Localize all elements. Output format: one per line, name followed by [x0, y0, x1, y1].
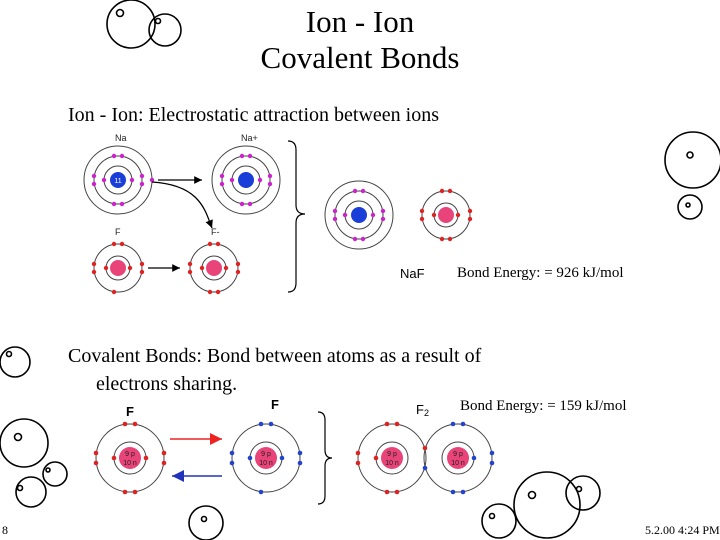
covalent-f-label-left: F	[126, 404, 134, 419]
f2-subscript: 2	[423, 408, 429, 418]
bubble	[565, 475, 601, 511]
electron-transfer-arrow	[151, 181, 213, 229]
bubble	[188, 505, 224, 540]
covalent-right-electrons	[229, 421, 303, 495]
naf-na-nucleus	[351, 207, 367, 223]
bubble-small	[115, 8, 125, 18]
covalent-f-label-right: F	[271, 397, 279, 412]
naf-f-nucleus	[438, 207, 454, 223]
footer-timestamp: 5.2.00 4:24 PM	[645, 523, 720, 537]
naf-na-electrons	[332, 188, 386, 242]
bubble-small	[488, 512, 496, 520]
title-line-1: Ion - Ion	[305, 4, 415, 39]
bubble-small	[686, 151, 694, 159]
f2-blue-electrons	[422, 421, 495, 495]
na-nucleus	[110, 172, 126, 188]
f-minus-nucleus	[206, 260, 222, 276]
naf-f-electrons	[419, 188, 473, 242]
na-nucleus-text: 11	[114, 178, 121, 185]
covalent-bracket	[317, 411, 333, 505]
bubble	[0, 346, 31, 378]
nucleus-right-top: 9 p	[261, 451, 271, 458]
bubble-small	[5, 350, 13, 358]
bubble	[106, 0, 156, 49]
covalent-left-electrons	[93, 421, 167, 495]
f2-red-electrons	[355, 421, 428, 495]
slide-number: 8	[2, 523, 8, 537]
bubble-small	[200, 515, 208, 523]
nucleus-f2a-top: 9 p	[387, 451, 397, 458]
covalent-line-1: Covalent Bonds: Bond between atoms as a …	[68, 345, 482, 367]
ion-bond-energy: Bond Energy: = 926 kJ/mol	[457, 265, 624, 281]
na-plus-nucleus	[238, 172, 254, 188]
bubble-small	[45, 467, 51, 473]
ion-heading: Ion - Ion: Electrostatic attraction betw…	[68, 104, 439, 126]
f-minus-label: F-	[211, 227, 220, 237]
bubble-small	[527, 490, 537, 500]
nucleus-f2b-top: 9 p	[453, 451, 463, 458]
f2-label: F2	[416, 402, 429, 418]
covalent-nuclei	[119, 447, 469, 469]
na-plus-label: Na+	[241, 133, 258, 143]
na-label: Na	[115, 133, 127, 143]
na-electrons	[91, 153, 155, 207]
na-plus-electrons	[219, 153, 273, 207]
bubble-small	[685, 202, 691, 208]
naf-label: NaF	[400, 266, 425, 281]
bubble	[481, 503, 517, 539]
nucleus-f2a-bottom: 10 n	[385, 460, 399, 467]
bubble	[664, 131, 720, 189]
f-minus-electrons	[187, 241, 241, 295]
bubble	[15, 476, 47, 508]
bubble	[42, 461, 68, 487]
bubble	[677, 194, 703, 220]
nucleus-f2b-bottom: 10 n	[451, 460, 465, 467]
f-nucleus	[110, 260, 126, 276]
bubble-small	[154, 17, 162, 25]
title-line-2: Covalent Bonds	[260, 40, 460, 75]
f-label: F	[115, 227, 121, 237]
nucleus-left-bottom: 10 n	[123, 460, 137, 467]
bubble-small	[13, 432, 23, 442]
bubble	[0, 418, 49, 468]
bubble	[513, 471, 581, 539]
nucleus-right-bottom: 10 n	[259, 460, 273, 467]
covalent-line-2: electrons sharing.	[96, 373, 238, 395]
f-electrons	[91, 241, 145, 295]
slide-title: Ion - Ion Covalent Bonds	[0, 4, 720, 76]
bubble-small	[16, 484, 24, 492]
bubble	[148, 13, 182, 47]
covalent-bond-energy: Bond Energy: = 159 kJ/mol	[460, 398, 627, 414]
bubble-small	[575, 485, 583, 493]
ion-bracket	[287, 140, 306, 293]
nucleus-left-top: 9 p	[125, 451, 135, 458]
